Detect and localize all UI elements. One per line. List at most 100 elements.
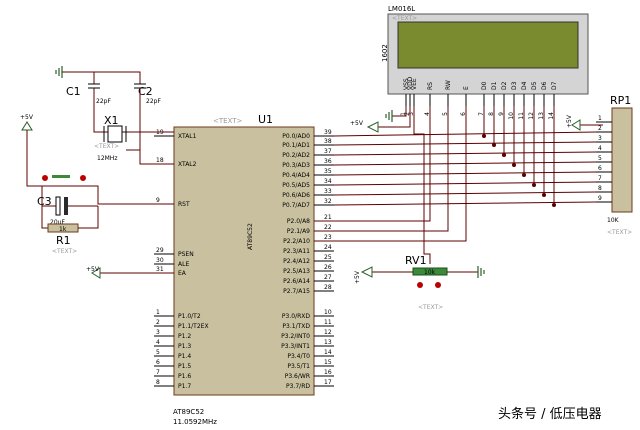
- mcu-pin-number: 6: [156, 359, 160, 366]
- rp1-pin-number: 6: [598, 165, 602, 172]
- x1-crystal[interactable]: [107, 125, 123, 143]
- c2-ref: C2: [138, 85, 153, 98]
- mcu-pin-number: 11: [324, 319, 332, 326]
- mcu-pin-number: 30: [156, 257, 164, 264]
- lcd-pin-name: D3: [511, 81, 518, 90]
- control-wires: [314, 106, 467, 242]
- mcu-part: AT89C52: [173, 408, 204, 416]
- lcd-pin-number: 10: [508, 112, 515, 120]
- mcu-pin-number: 23: [324, 234, 332, 241]
- mcu-pin-name: P2.4/A12: [283, 258, 310, 265]
- mcu-pin-name: XTAL1: [178, 133, 197, 140]
- mcu-pin-number: 39: [324, 129, 332, 136]
- lcd-pin-number: 7: [478, 112, 485, 116]
- lcd-model: 1602: [381, 44, 389, 62]
- reset-section: +5V C3 20uF 1k R1 <TEXT>: [20, 114, 174, 255]
- mcu-pin-name: P1.5: [178, 363, 191, 370]
- mcu-pin-name: P0.7/AD7: [282, 202, 310, 209]
- mcu-pin-name: P2.0/A8: [287, 218, 310, 225]
- mcu-pin-name: P3.1/TXD: [282, 323, 310, 330]
- mcu-pin-number: 28: [324, 284, 332, 291]
- mcu-ref: U1: [258, 113, 273, 126]
- bus-junction: [532, 183, 536, 187]
- c3-value: 20uF: [50, 219, 65, 226]
- rp1-pin-number: 2: [598, 125, 602, 132]
- mcu-pin-name: P2.6/A14: [283, 278, 310, 285]
- data-bus-wires: [333, 106, 597, 207]
- mcu-pin-name: P2.3/A11: [283, 248, 310, 255]
- mcu-pin-name: P3.6/WR: [285, 373, 310, 380]
- mcu-pin-number: 27: [324, 274, 332, 281]
- mcu-pin-number: 1: [156, 309, 160, 316]
- r1-value: 1k: [59, 226, 67, 233]
- lcd-pin-number: 4: [424, 112, 431, 116]
- rv1-value: 10k: [424, 269, 436, 276]
- mcu-pin-name: P3.5/T1: [287, 363, 310, 370]
- lcd-pin-name: D5: [531, 81, 538, 90]
- lcd-pins: VSS1VDD2VEE3RS4RW5E6D07D18D29D310D411D51…: [400, 76, 558, 119]
- mcu-pin-number: 8: [156, 379, 160, 386]
- lcd-ref: LM016L: [388, 5, 415, 13]
- mcu-pin-number: 4: [156, 339, 160, 346]
- lcd-pin-number: 1: [400, 112, 407, 116]
- x1-value: 12MHz: [97, 155, 117, 162]
- mcu-pin-number: 26: [324, 264, 332, 271]
- bus-junction: [542, 193, 546, 197]
- c1-ref: C1: [66, 85, 81, 98]
- mcu-pin-number: 13: [324, 339, 332, 346]
- lcd-pin-number: 8: [488, 112, 495, 116]
- mcu-pin-name: P0.3/AD3: [282, 162, 310, 169]
- reset-button[interactable]: [52, 175, 70, 178]
- bus-junction: [502, 153, 506, 157]
- lcd-pin-name: D6: [541, 81, 548, 90]
- rp1-pin-number: 8: [598, 185, 602, 192]
- lcd-pin-name: VSS: [403, 78, 410, 90]
- x1-ref: X1: [104, 114, 119, 127]
- lcd-pin-name: E: [463, 86, 470, 90]
- mcu-pin-name: P2.5/A13: [283, 268, 310, 275]
- rp1-ref: RP1: [610, 94, 631, 107]
- bus-junction: [482, 134, 486, 138]
- lcd-pin-number: 2: [404, 112, 411, 116]
- mcu-pin-name: P2.7/A15: [283, 288, 310, 295]
- mcu-right-pins: 39P0.0/AD038P0.1/AD137P0.2/AD236P0.3/AD3…: [281, 129, 334, 390]
- mcu-pin-name: ALE: [178, 261, 189, 268]
- lcd-pin-name: D4: [521, 81, 528, 90]
- rp1-power-label: +5V: [566, 114, 573, 128]
- lcd-pin-name: VDD: [407, 76, 414, 90]
- ea-power-label: +5V: [86, 266, 100, 273]
- bus-junction: [522, 173, 526, 177]
- mcu-pin-number: 16: [324, 369, 332, 376]
- rp1-pin-number: 7: [598, 175, 602, 182]
- lcd-pin-number: 12: [528, 112, 535, 120]
- rp1-value: 10K: [607, 217, 620, 224]
- mcu-body[interactable]: [173, 126, 315, 396]
- rv1-power-label: +5V: [354, 270, 361, 284]
- lcd-pin-number: 14: [548, 112, 555, 120]
- mcu-body-text: AT89C52: [247, 223, 254, 250]
- reset-button-terminal-left[interactable]: [42, 175, 48, 181]
- lcd-vdd-label: +5V: [350, 120, 364, 127]
- oscillator-section: C1 22pF C2 22pF X1 <TEXT> 12MHz: [55, 66, 174, 165]
- mcu-pin-number: 35: [324, 168, 332, 175]
- mcu-pin-number: 3: [156, 329, 160, 336]
- mcu-pin-name: P0.1/AD1: [282, 142, 310, 149]
- rv1[interactable]: RV1 10k <TEXT> +5V: [354, 254, 485, 311]
- r1-text-tag: <TEXT>: [52, 248, 77, 255]
- rv1-terminal-left[interactable]: [417, 282, 423, 288]
- mcu-pin-name: P3.3/INT1: [281, 343, 310, 350]
- lcd-pin-number: 5: [442, 112, 449, 116]
- lcd-pin-name: D0: [481, 81, 488, 90]
- rp1-pin-number: 3: [598, 135, 602, 142]
- lcd-text-tag: <TEXT>: [392, 15, 417, 22]
- rp1-body[interactable]: [611, 107, 633, 213]
- lcd-pin-number: 11: [518, 112, 525, 120]
- mcu-pin-number: 14: [324, 349, 332, 356]
- reset-button-terminal-right[interactable]: [80, 175, 86, 181]
- mcu-pin-number: 12: [324, 329, 332, 336]
- x1-text-tag: <TEXT>: [94, 143, 119, 150]
- rv1-terminal-right[interactable]: [435, 282, 441, 288]
- rp1-text-tag: <TEXT>: [607, 229, 632, 236]
- lcd-vdd-power: +5V: [350, 120, 379, 133]
